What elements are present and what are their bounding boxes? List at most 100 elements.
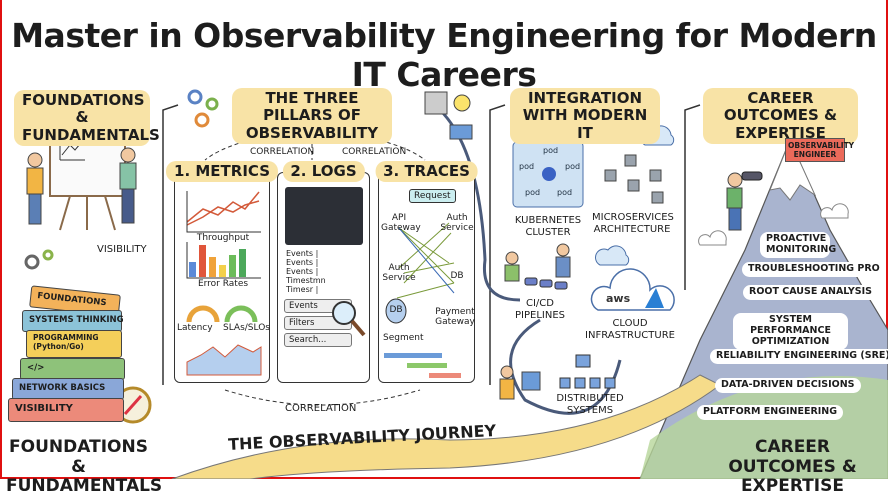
grass (640, 376, 888, 479)
metrics-charts (186, 191, 262, 376)
pod: pod (543, 146, 559, 155)
plug-box (424, 91, 448, 115)
slas-gauge (224, 305, 258, 323)
career-footer: CAREER OUTCOMES & EXPERTISE (728, 437, 857, 497)
cicd-label: CI/CD PIPELINES (515, 298, 565, 321)
distributed-systems-icon (559, 354, 616, 389)
log-entry: Events | (286, 249, 319, 258)
microservices-label: MICROSERVICES ARCHITECTURE (592, 212, 674, 235)
career-heading: CAREER OUTCOMES & EXPERTISE (703, 88, 858, 144)
kubernetes-label: KUBERNETES CLUSTER (514, 215, 582, 238)
error-rates-chart (189, 245, 246, 277)
book-visibility: VISIBILITY (8, 398, 124, 422)
page-title: Master in Observability Engineering for … (11, 16, 877, 94)
pod: pod (565, 162, 581, 171)
observability-engineer-flag: OBSERVABILITY ENGINEER (785, 138, 854, 162)
divider-3 (684, 104, 701, 290)
log-terminal (285, 187, 363, 245)
career-step-root-cause: ROOT CAUSE ANALYSIS (743, 285, 878, 300)
pod: pod (557, 188, 573, 197)
traces-panel: 3. TRACES Request API Gateway Auth Servi… (375, 161, 478, 383)
metrics-panel: 1. METRICS Throughput Error Rates Latenc… (166, 161, 278, 383)
book-systems-thinking: SYSTEMS THINKING (22, 310, 124, 332)
visibility-label: VISIBILITY (97, 244, 147, 255)
slas-label: SLAs/SLOs (223, 323, 270, 333)
segment-bar-3 (429, 373, 461, 378)
trace-graph (384, 222, 461, 378)
throughput-label: Throughput (196, 233, 250, 243)
segment-bar-1 (384, 353, 442, 358)
pods: pod pod pod pod pod (513, 142, 583, 207)
latency-gauge (186, 305, 220, 323)
pod: pod (525, 188, 541, 197)
correlation-arrows (204, 129, 426, 406)
azure-logo (645, 288, 664, 308)
area-chart (186, 344, 262, 376)
person-cicd-2 (556, 243, 570, 257)
correlation-label-right: CORRELATION (342, 147, 407, 157)
log-entry: Events | (286, 267, 319, 276)
segment-label: Segment (383, 333, 424, 343)
person-right (120, 147, 136, 163)
logs-title: 2. LOGS (282, 161, 365, 183)
cloud-sync-icon (595, 245, 630, 266)
server-box (521, 371, 541, 391)
pipeline-icon (524, 277, 568, 290)
log-entry: Events | (286, 258, 319, 267)
microservices-icon (604, 154, 664, 204)
distributed-systems-label: DISTRIBUTED SYSTEMS (556, 393, 624, 416)
connector (449, 124, 473, 140)
cloud-infrastructure-label: CLOUD INFRASTRUCTURE (585, 318, 675, 341)
request-node: Request (409, 189, 456, 204)
person-cicd-1 (505, 251, 519, 265)
easel-legs (59, 195, 116, 231)
correlation-label-left: CORRELATION (250, 147, 315, 157)
integration-heading: INTEGRATION WITH MODERN IT (510, 88, 660, 144)
career-step-sre: RELIABILITY ENGINEERING (SRE) (710, 349, 888, 364)
divider-1 (162, 104, 179, 385)
trace-node-db: DB (450, 271, 464, 281)
gears-small-icon (24, 249, 54, 270)
latency-label: Latency (177, 323, 213, 333)
career-step-data-driven: DATA-DRIVEN DECISIONS (715, 378, 861, 393)
person-plug (500, 365, 514, 379)
book-network-basics: NETWORK BASICS (12, 378, 124, 400)
trace-node-api-gateway: API Gateway (381, 213, 421, 234)
segment-bar-2 (407, 363, 447, 368)
trace-node-db-2: DB (389, 305, 403, 315)
lightbulb-icon (453, 94, 471, 112)
gears-icon (187, 89, 219, 128)
foundations-heading: FOUNDATIONS & FUNDAMENTALS (14, 90, 160, 146)
metrics-title: 1. METRICS (166, 161, 278, 183)
error-rates-label: Error Rates (197, 279, 249, 289)
career-step-troubleshooting: TROUBLESHOOTING PRO (742, 262, 886, 277)
aws-logo: aws (606, 292, 631, 305)
cloud-left (698, 230, 727, 246)
divider-2 (489, 104, 506, 385)
pod: pod (519, 162, 535, 171)
journey-road (171, 374, 721, 479)
throughput-chart (186, 191, 260, 226)
book-code: </> (20, 358, 125, 380)
kubernetes-icon (542, 167, 556, 181)
career-step-proactive-monitoring: PROACTIVE MONITORING (760, 232, 836, 258)
climber (727, 172, 743, 188)
cloud-right (820, 203, 849, 219)
career-step-platform: PLATFORM ENGINEERING (697, 405, 844, 420)
pillars-heading: THE THREE PILLARS OF OBSERVABILITY (232, 88, 392, 144)
search-input[interactable]: Search... (284, 333, 352, 347)
log-entries: Events | Events | Events | Timestmn Time… (286, 249, 326, 294)
binoculars-icon (741, 171, 763, 181)
trace-node-auth-service-2: Auth Service (382, 263, 416, 284)
trace-node-auth-service: Auth Service (440, 213, 474, 234)
person-left (27, 152, 43, 168)
logs-panel: 2. LOGS Events | Events | Events | Times… (277, 161, 370, 383)
correlation-label-bottom: CORRELATION (285, 403, 357, 414)
career-step-performance: SYSTEM PERFORMANCE OPTIMIZATION (733, 313, 848, 350)
log-entry: Timestmn (286, 276, 326, 285)
traces-title: 3. TRACES (375, 161, 478, 183)
magnifier-icon (332, 301, 366, 337)
foundations-footer: FOUNDATIONS & FUNDAMENTALS (6, 437, 163, 497)
book-programming: PROGRAMMING (Python/Go) (26, 330, 122, 358)
trace-node-payment-gateway: Payment Gateway (435, 307, 475, 328)
